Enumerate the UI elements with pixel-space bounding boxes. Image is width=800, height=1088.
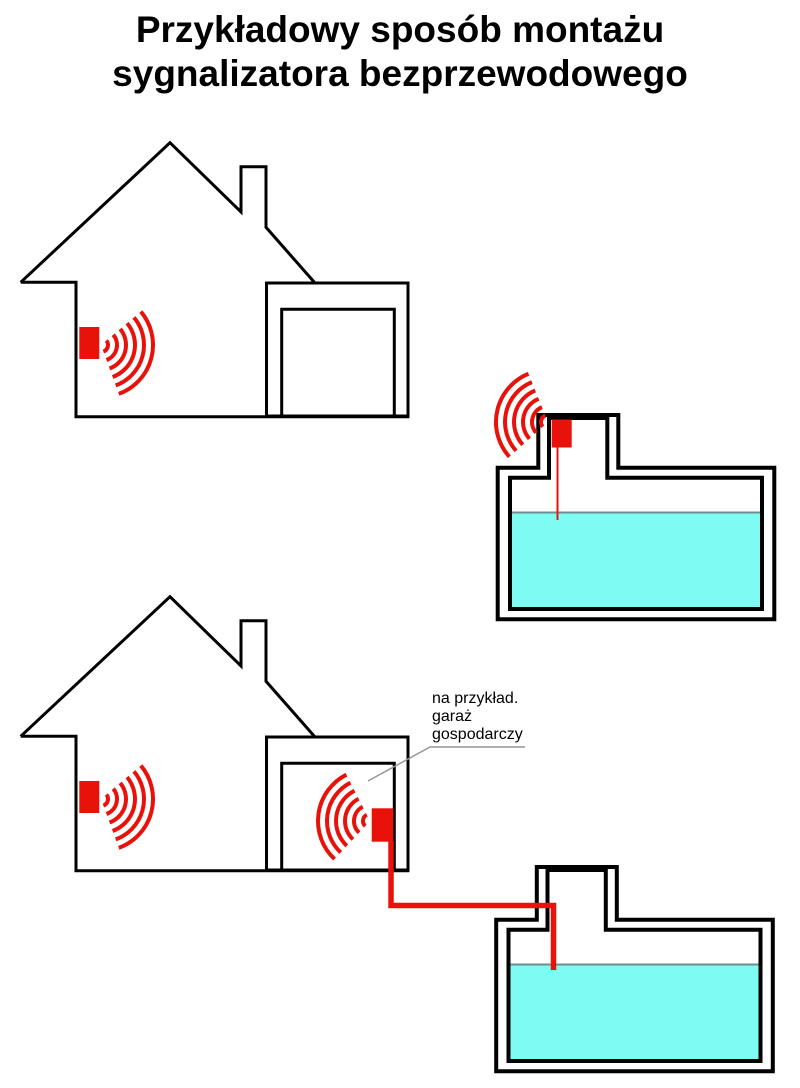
tank-top: [495, 413, 777, 622]
callout-line-3: gospodarczy: [432, 726, 523, 743]
callout-line-2: garaż: [432, 708, 473, 725]
house-top: [21, 143, 410, 417]
tank-bottom: [494, 865, 775, 1074]
signal-wire: [388, 841, 557, 970]
garage-signaler-group: [310, 769, 394, 865]
callout-leader-line: [367, 746, 525, 782]
radio-waves-icon: [485, 366, 556, 465]
house-bottom: [21, 597, 410, 871]
title-line-2: sygnalizatora bezprzewodowego: [112, 53, 688, 94]
radio-waves-icon: [310, 769, 374, 865]
callout-line-1: na przykład.: [432, 690, 519, 707]
tank-signaler-device: [551, 419, 572, 448]
tank-top-group: [485, 366, 777, 622]
title-line-1: Przykładowy sposób montażu: [135, 9, 665, 50]
diagram-title: Przykładowy sposób montażu sygnalizatora…: [0, 8, 800, 96]
garage-callout: na przykład. garaż gospodarczy: [432, 690, 523, 744]
garage-signaler-device: [371, 808, 394, 842]
